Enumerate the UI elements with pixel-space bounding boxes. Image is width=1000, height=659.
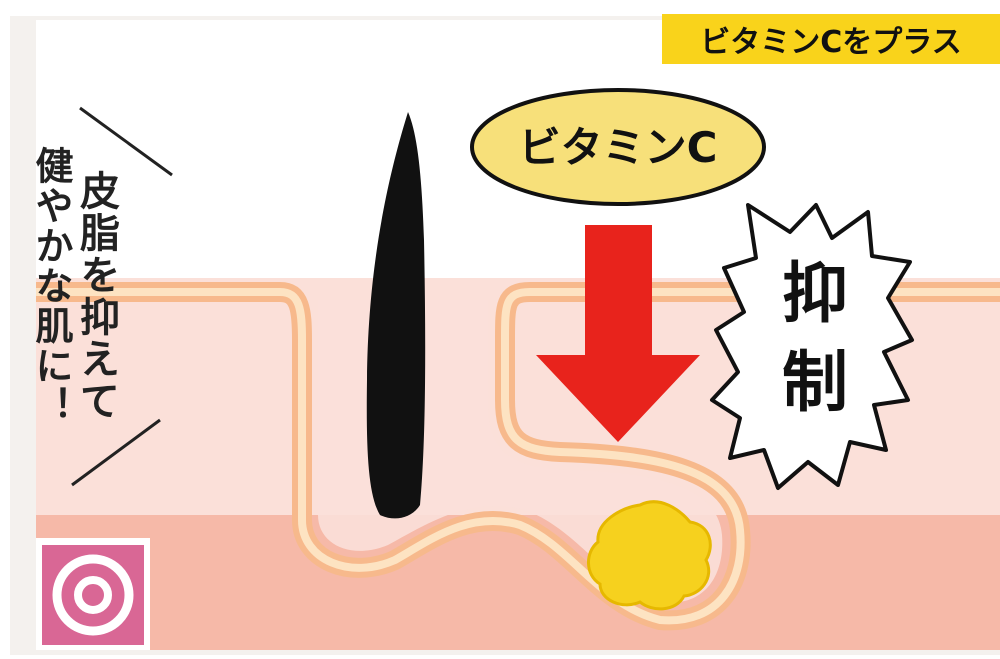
burst-text-bottom: 制 [782, 344, 848, 421]
vitamin-c-label: ビタミンC [519, 123, 718, 172]
sebum-blob [587, 500, 712, 611]
down-arrow-icon [536, 225, 700, 442]
header-tag-label: ビタミンCをプラス [700, 25, 961, 60]
skin-lower-layer [36, 515, 1000, 650]
follicle-band-inner [36, 288, 1000, 625]
header-tag [662, 14, 1000, 64]
caption-line-2: 健やかな肌に！ [29, 146, 73, 426]
hair-strand [366, 112, 426, 519]
burst-text-top: 抑 [782, 255, 848, 332]
caption-slash-top [79, 106, 173, 177]
suppress-burst [710, 203, 914, 490]
caption-slash-bottom [71, 418, 161, 487]
vitamin-c-bubble [470, 88, 766, 206]
bullseye-icon [52, 554, 134, 636]
caption-line-1: 皮脂を抑えて [73, 170, 119, 422]
